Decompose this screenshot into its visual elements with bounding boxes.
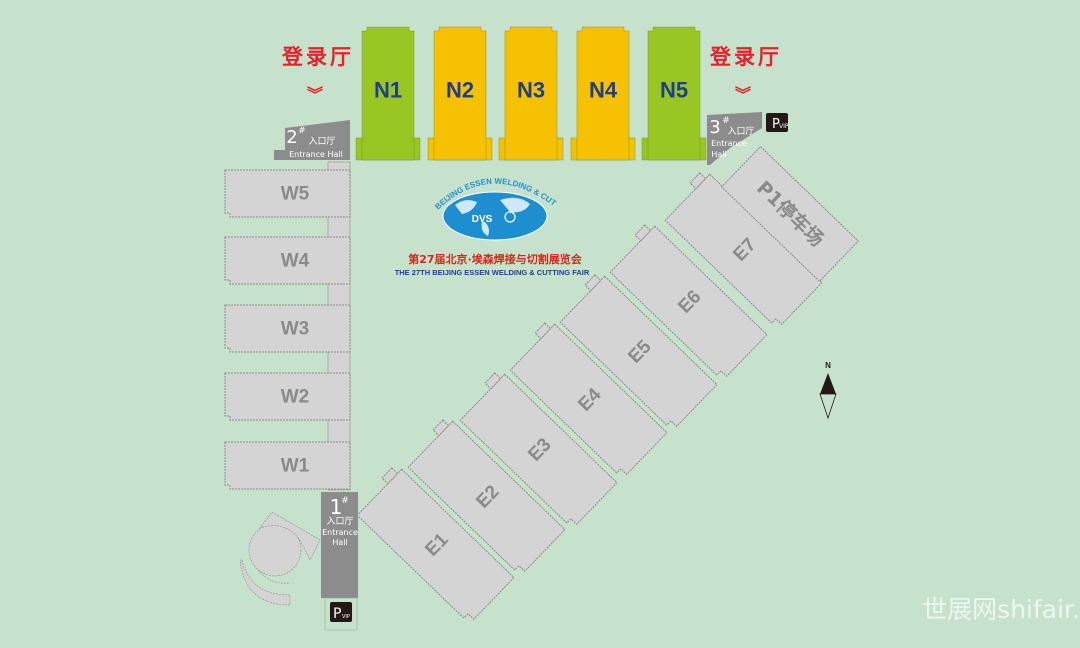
vip-parking-top[interactable]: P VIP	[766, 113, 789, 132]
entrance-en: Entrance	[711, 139, 747, 148]
hall-label: W2	[281, 387, 310, 408]
vip-p: P	[333, 606, 341, 622]
hall-w1[interactable]: W1	[224, 441, 351, 490]
chevron-down-icon: ︾	[735, 85, 751, 104]
hall-e6[interactable]: E6	[605, 221, 768, 381]
vip-p: P	[772, 117, 780, 132]
hall-e5[interactable]: E5	[555, 271, 718, 431]
hash-mark: #	[722, 116, 730, 126]
watermark: 世展网shifair.	[922, 595, 1080, 624]
registration-left[interactable]: 登录厅 ︾	[281, 45, 354, 104]
cmes-logo	[504, 211, 516, 223]
registration-right[interactable]: 登录厅 ︾	[709, 45, 782, 104]
vip-text: VIP	[779, 123, 789, 130]
compass-north-label: N	[825, 361, 831, 370]
logo-title-en: THE 27TH BEIJING ESSEN WELDING & CUTTING…	[395, 268, 590, 277]
entrance-cn: 入口厅	[727, 126, 754, 137]
hash-mark: #	[341, 496, 349, 506]
vip-parking-bottom[interactable]: P VIP	[324, 597, 358, 631]
hall-label: N5	[660, 78, 688, 103]
hall-w4[interactable]: W4	[224, 236, 351, 285]
vip-text: VIP	[342, 614, 350, 620]
hall-w3[interactable]: W3	[224, 304, 351, 353]
dvs-logo: DVS	[472, 214, 493, 225]
entrance-cn: 入口厅	[326, 516, 353, 527]
hall-e3[interactable]: E3	[455, 369, 618, 529]
hall-label: W5	[281, 184, 310, 205]
hall-e2[interactable]: E2	[403, 416, 566, 576]
entrance-3[interactable]: 3 # 入口厅 Entrance Hall	[707, 112, 762, 165]
logo-title-cn: 第27届北京·埃森焊接与切割展览会	[408, 252, 582, 266]
registration-label: 登录厅	[281, 45, 354, 69]
hall-label: N2	[446, 78, 474, 103]
entrance-2[interactable]: 2 # 入口厅 Entrance Hall	[274, 120, 350, 160]
entrance-1[interactable]: 1 # 入口厅 Entrance Hall	[321, 492, 358, 598]
entrance-cn: 入口厅	[308, 136, 335, 147]
north-halls: N1 N2 N3 N4 N5	[355, 26, 707, 161]
hall-n3[interactable]: N3	[498, 26, 564, 161]
entrance-number: 1	[330, 495, 343, 519]
hall-n1[interactable]: N1	[355, 26, 421, 161]
hall-label: W3	[281, 319, 310, 340]
hall-e1[interactable]: E1	[352, 464, 515, 624]
hall-w2[interactable]: W2	[224, 372, 351, 421]
hall-n5[interactable]: N5	[641, 26, 707, 161]
hash-mark: #	[298, 126, 306, 136]
registration-label: 登录厅	[709, 45, 782, 69]
hall-label: N3	[517, 78, 545, 103]
hall-label: W1	[281, 456, 310, 477]
entrance-number: 3	[709, 117, 720, 138]
hall-n4[interactable]: N4	[570, 26, 636, 161]
entrance-en: Hall	[332, 538, 347, 547]
hall-n2[interactable]: N2	[427, 26, 493, 161]
chevron-down-icon: ︾	[307, 85, 323, 104]
hall-label: W4	[281, 251, 310, 272]
hall-e7[interactable]: E7	[660, 169, 823, 329]
hall-label: N1	[374, 78, 402, 103]
compass-icon: N	[819, 361, 837, 420]
entrance-en: Entrance	[322, 528, 358, 537]
hall-w5[interactable]: W5	[224, 169, 351, 218]
entrance-number: 2	[286, 127, 297, 148]
roundabout	[239, 511, 321, 606]
hall-e4[interactable]: E4	[505, 319, 668, 479]
entrance-en: Hall	[711, 150, 726, 159]
entrance-en: Entrance Hall	[289, 150, 343, 159]
hall-label: N4	[589, 78, 618, 103]
